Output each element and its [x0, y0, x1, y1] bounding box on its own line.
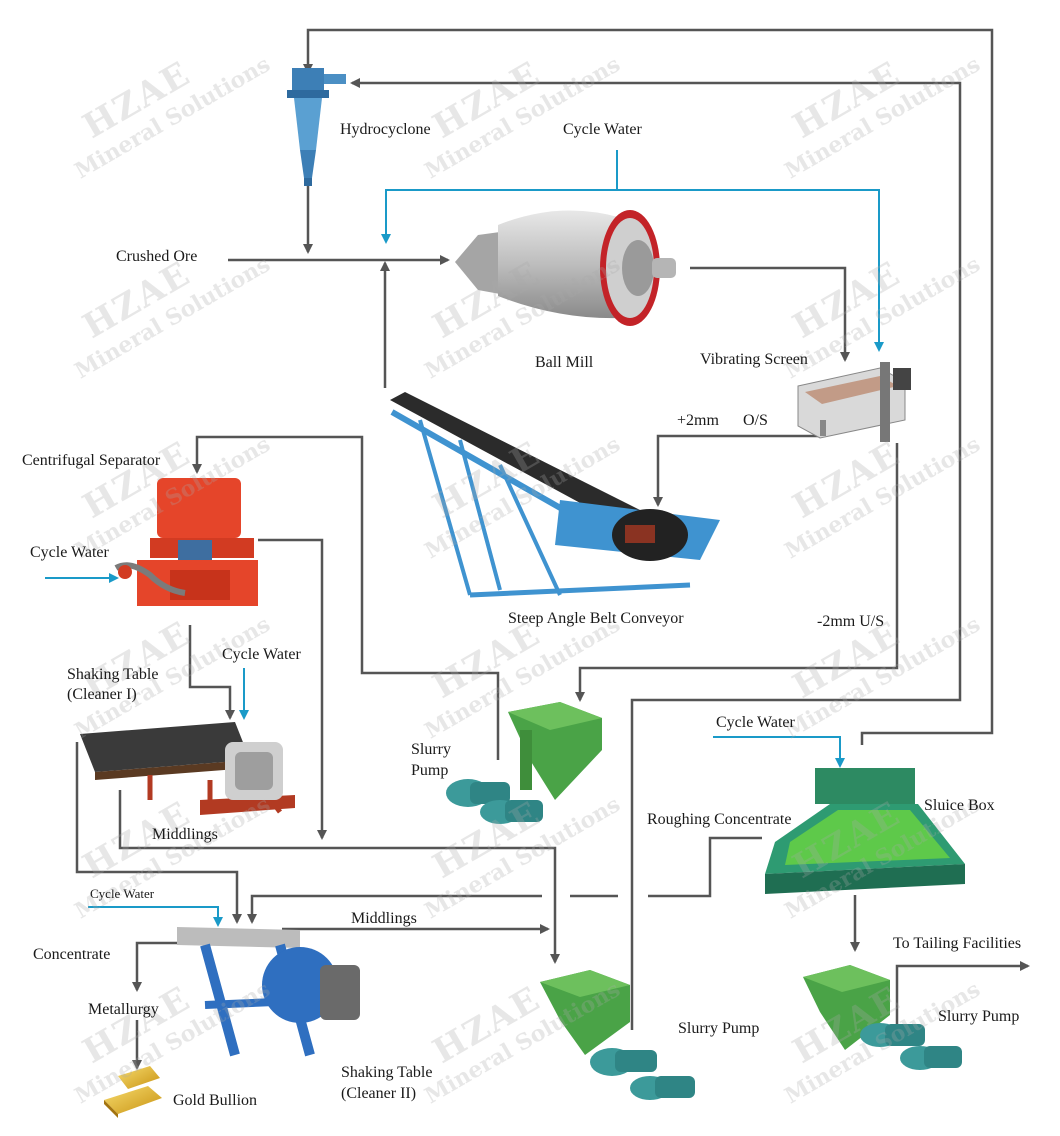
slurry-pump-2-icon [540, 970, 695, 1100]
slurry-pump-1-icon [446, 702, 602, 824]
to-tailing-line [895, 961, 1030, 1030]
concentrate-line [132, 941, 180, 992]
slurry-pump-1-label: Slurry [411, 741, 451, 758]
slurry-pump-3-label: Slurry Pump [938, 1008, 1020, 1025]
to-tailing-facilities-label: To Tailing Facilities [893, 935, 1022, 952]
water-table2-line [88, 906, 223, 927]
pump1-to-centrifugal-line [192, 435, 500, 760]
cycle-water-label: Cycle Water [30, 544, 109, 561]
roughing-concentrate-label: Roughing Concentrate [647, 811, 792, 828]
water-lines [45, 150, 884, 927]
shaking-table-2-icon [177, 927, 360, 1057]
cycle-water-label: Cycle Water [222, 646, 301, 663]
cycle-water-label: Cycle Water [716, 714, 795, 731]
water-top-line [381, 150, 618, 244]
centrifugal-separator-icon [114, 478, 258, 606]
vibrating-screen-label: Vibrating Screen [700, 351, 808, 368]
mill-to-screen-line [690, 266, 850, 362]
belt-conveyor-icon [390, 392, 720, 598]
flow-lines [75, 28, 1030, 1070]
slurry-pump-1-sublabel: Pump [411, 762, 449, 779]
shaking-table-2-sublabel: (Cleaner II) [341, 1085, 417, 1102]
cycle-water-label: Cycle Water [563, 121, 642, 138]
centrifugal-separator-label: Centrifugal Separator [22, 452, 161, 469]
shaking-table-2-label: Shaking Table [341, 1064, 433, 1081]
middlings-label: Middlings [152, 826, 218, 843]
centrifugal-tailings-line [258, 538, 327, 840]
sluice-box-icon [765, 768, 965, 894]
minus-2mm-us-label: -2mm U/S [817, 613, 885, 630]
water-sluice-line [713, 736, 845, 768]
hydrocyclone-label: Hydrocyclone [340, 121, 431, 138]
pump2-to-hydrocyclone-line [350, 78, 962, 1030]
plus-2mm-label: +2mm [677, 412, 719, 429]
hydrocyclone-icon [287, 68, 346, 186]
ball-mill-label: Ball Mill [535, 354, 594, 371]
slurry-pump-2-label: Slurry Pump [678, 1020, 760, 1037]
shaking-table-1-sublabel: (Cleaner I) [67, 686, 137, 703]
cycle-water-label: Cycle Water [90, 886, 155, 901]
vibrating-screen-icon [797, 362, 911, 442]
crushed-ore-label: Crushed Ore [116, 248, 198, 265]
shaking-table-1-icon [80, 722, 295, 815]
water-top-right-line [617, 189, 884, 352]
middlings-label: Middlings [351, 910, 417, 927]
table1-middlings-line [118, 790, 560, 964]
gold-bullion-label: Gold Bullion [173, 1092, 258, 1109]
roughing-concentrate-line [252, 836, 762, 922]
belt-conveyor-label: Steep Angle Belt Conveyor [508, 610, 684, 627]
table1-to-table2-line [75, 742, 242, 924]
os-label: O/S [743, 412, 768, 429]
screen-os-line [653, 434, 820, 507]
concentrate-label: Concentrate [33, 946, 111, 963]
gold-bullion-icon [104, 1066, 162, 1118]
shaking-table-1-label: Shaking Table [67, 666, 159, 683]
sluice-to-hydrocyclone-line [303, 28, 994, 745]
centrifugal-to-table1-line [188, 625, 235, 720]
sluice-box-label: Sluice Box [924, 797, 995, 814]
slurry-pump-3-icon [803, 965, 962, 1070]
ball-mill-icon [455, 210, 676, 326]
metallurgy-label: Metallurgy [88, 1001, 159, 1018]
screen-us-line [575, 443, 899, 702]
